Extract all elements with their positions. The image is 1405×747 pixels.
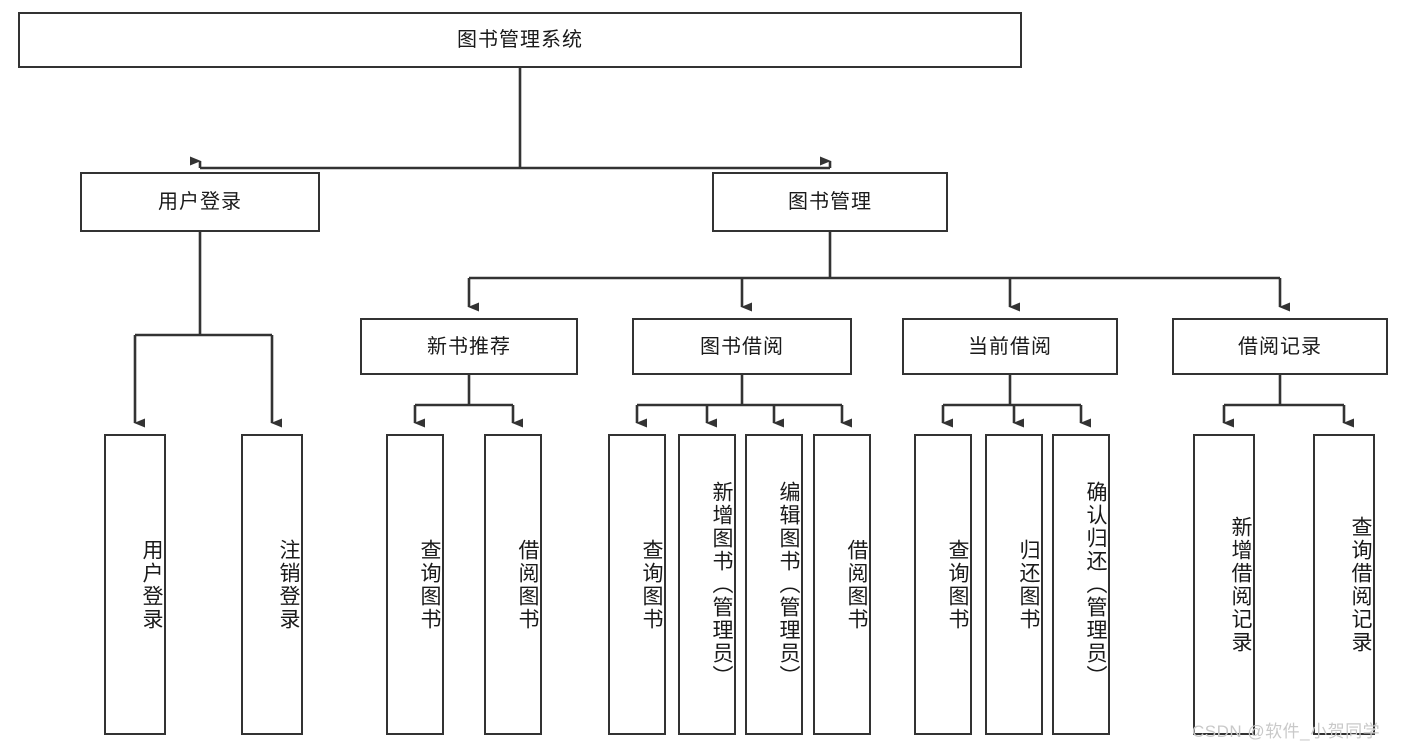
- node-label: 查询图书: [946, 538, 969, 631]
- node-label: 图书管理系统: [457, 29, 583, 51]
- node-label: 图书管理: [788, 191, 872, 213]
- leaf-user-logout[interactable]: 注销登录: [241, 434, 303, 735]
- node-book-borrow[interactable]: 图书借阅: [632, 318, 852, 375]
- node-label: 归还图书: [1017, 538, 1040, 631]
- node-book-management[interactable]: 图书管理: [712, 172, 948, 232]
- node-label: 借阅图书: [516, 538, 539, 631]
- leaf-add-borrow-record[interactable]: 新增借阅记录: [1193, 434, 1255, 735]
- node-label: 借阅图书: [845, 538, 868, 631]
- node-label: 用户登录: [140, 538, 163, 631]
- node-label: 确认归还（管理员）: [1084, 481, 1107, 688]
- node-borrow-record[interactable]: 借阅记录: [1172, 318, 1388, 375]
- node-label: 编辑图书（管理员）: [777, 481, 800, 688]
- node-label: 图书借阅: [700, 335, 784, 358]
- leaf-add-book-admin[interactable]: 新增图书（管理员）: [678, 434, 736, 735]
- node-label: 查询借阅记录: [1349, 515, 1372, 654]
- node-label: 当前借阅: [968, 335, 1052, 358]
- node-label: 查询图书: [418, 538, 441, 631]
- node-new-book-recommend[interactable]: 新书推荐: [360, 318, 578, 375]
- node-label: 新书推荐: [427, 335, 511, 358]
- leaf-query-book-borrow[interactable]: 查询图书: [608, 434, 666, 735]
- csdn-watermark: CSDN @软件_小贺同学: [1192, 722, 1381, 741]
- node-root[interactable]: 图书管理系统: [18, 12, 1022, 68]
- leaf-query-book-recommend[interactable]: 查询图书: [386, 434, 444, 735]
- leaf-borrow-book-recommend[interactable]: 借阅图书: [484, 434, 542, 735]
- node-label: 查询图书: [640, 538, 663, 631]
- leaf-borrow-book-borrow[interactable]: 借阅图书: [813, 434, 871, 735]
- node-label: 新增借阅记录: [1229, 515, 1252, 654]
- node-current-borrow[interactable]: 当前借阅: [902, 318, 1118, 375]
- node-label: 注销登录: [277, 538, 300, 631]
- node-label: 借阅记录: [1238, 335, 1322, 358]
- leaf-confirm-return-admin[interactable]: 确认归还（管理员）: [1052, 434, 1110, 735]
- leaf-query-book-current[interactable]: 查询图书: [914, 434, 972, 735]
- leaf-query-borrow-record[interactable]: 查询借阅记录: [1313, 434, 1375, 735]
- node-label: 新增图书（管理员）: [710, 481, 733, 688]
- leaf-edit-book-admin[interactable]: 编辑图书（管理员）: [745, 434, 803, 735]
- node-label: 用户登录: [158, 191, 242, 213]
- leaf-return-book[interactable]: 归还图书: [985, 434, 1043, 735]
- node-user-login[interactable]: 用户登录: [80, 172, 320, 232]
- leaf-user-login[interactable]: 用户登录: [104, 434, 166, 735]
